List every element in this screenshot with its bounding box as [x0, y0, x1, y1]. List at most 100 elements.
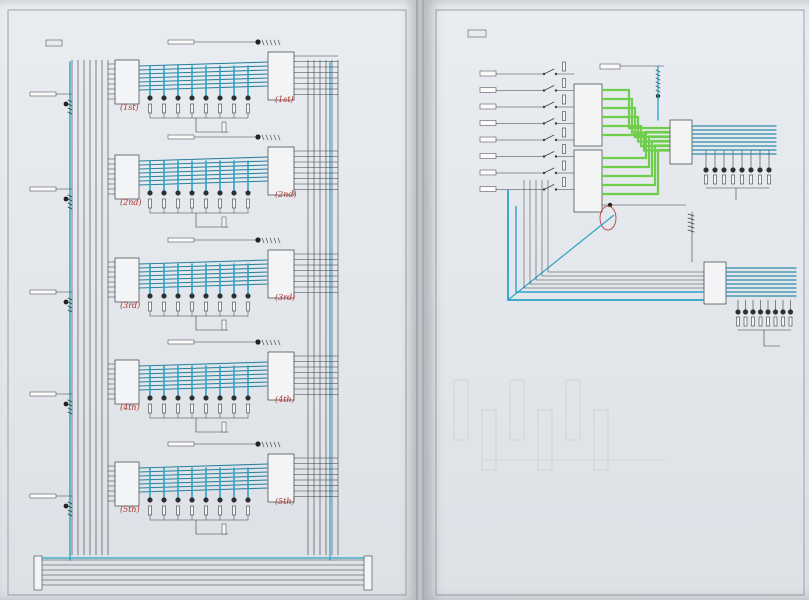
led-resistor [767, 174, 771, 185]
resistor [148, 505, 152, 516]
switch-terminal [542, 89, 546, 92]
zigzag-resistor [273, 339, 277, 346]
switch-contact [543, 184, 555, 190]
zigzag-resistor [67, 501, 73, 505]
zigzag-resistor [277, 237, 281, 244]
data-line [138, 176, 269, 182]
data-line [138, 81, 269, 87]
resistor [232, 198, 236, 209]
resistor [246, 403, 250, 414]
encoder-chip [573, 83, 603, 147]
led-symbol [175, 293, 181, 299]
zigzag-resistor [67, 206, 73, 210]
resistor [204, 198, 208, 209]
input-shift-register-chip [114, 461, 140, 507]
led-symbol [245, 395, 251, 401]
led-symbol [712, 167, 718, 173]
resistor [176, 403, 180, 414]
data-line [138, 369, 269, 375]
data-line [138, 172, 269, 178]
led-symbol [757, 309, 764, 315]
pullup-resistor [562, 144, 566, 154]
data-line [138, 361, 269, 367]
led-symbol [161, 190, 167, 196]
led-symbol [757, 167, 763, 173]
led-symbol [231, 395, 237, 401]
data-line [138, 483, 269, 489]
junction-dot [63, 401, 69, 407]
resistor [218, 403, 222, 414]
capacitor [221, 319, 227, 331]
zigzag-resistor [67, 301, 73, 305]
switch-contact [543, 134, 555, 141]
handwritten-annotation: (4th) [275, 395, 295, 404]
input-shift-register-chip [114, 359, 140, 405]
resistor [218, 301, 222, 312]
resistor [218, 505, 222, 516]
resistor [162, 103, 166, 114]
led-symbol [231, 190, 237, 196]
resistor [232, 301, 236, 312]
resistor [204, 505, 208, 516]
zigzag-resistor [67, 407, 73, 411]
data-line [138, 385, 269, 391]
right-schematic-sheet [424, 0, 809, 600]
resistor [246, 505, 250, 516]
data-line [138, 475, 269, 481]
bleed-through-mark [565, 379, 581, 441]
bleed-through-mark [481, 409, 497, 471]
handwritten-annotation: (5th) [275, 497, 295, 506]
led-symbol [245, 293, 251, 299]
zigzag-resistor [687, 229, 695, 233]
led-symbol [147, 293, 153, 299]
data-line [138, 69, 269, 75]
zigzag-resistor [277, 339, 281, 346]
power-port-label [167, 134, 195, 140]
zigzag-resistor [265, 39, 269, 46]
led-symbol [231, 95, 237, 101]
data-line [138, 271, 269, 277]
zigzag-resistor [273, 441, 277, 448]
resistor [190, 301, 194, 312]
highlighted-diagonal-path [507, 214, 615, 301]
resistor [190, 198, 194, 209]
led-symbol [189, 190, 195, 196]
resistor [176, 301, 180, 312]
led-symbol [161, 293, 167, 299]
led-symbol [161, 395, 167, 401]
led-resistor [704, 174, 708, 185]
input-port-label [29, 289, 57, 295]
switch-terminal [542, 138, 546, 142]
data-line [138, 168, 269, 174]
led-resistor [758, 174, 762, 185]
handwritten-annotation: (4th) [120, 403, 140, 412]
zigzag-resistor [687, 217, 695, 221]
data-line [138, 180, 269, 186]
led-resistor [749, 174, 753, 185]
led-resistor [781, 316, 785, 327]
capacitor [221, 421, 227, 433]
zigzag-resistor [67, 399, 73, 403]
data-line [138, 471, 269, 477]
highlighted-green-line [602, 139, 670, 178]
switch-contact [543, 151, 555, 157]
zigzag-resistor [277, 134, 281, 141]
switch-contact [543, 85, 555, 91]
handwritten-annotation: (3rd) [275, 293, 295, 302]
input-port-label [479, 136, 497, 143]
data-line [138, 156, 269, 162]
led-resistor [766, 316, 770, 327]
switch-terminal [542, 171, 546, 175]
zigzag-resistor [67, 509, 73, 513]
zigzag-resistor [277, 441, 281, 448]
led-symbol [742, 309, 749, 315]
driver-chip [267, 249, 295, 299]
data-line [138, 259, 269, 265]
data-line [138, 283, 269, 289]
latch-chip [669, 119, 693, 165]
power-port-label [167, 441, 195, 447]
led-symbol [245, 497, 251, 503]
zigzag-resistor [67, 107, 73, 111]
capacitor [221, 523, 227, 535]
led-resistor [722, 174, 726, 185]
